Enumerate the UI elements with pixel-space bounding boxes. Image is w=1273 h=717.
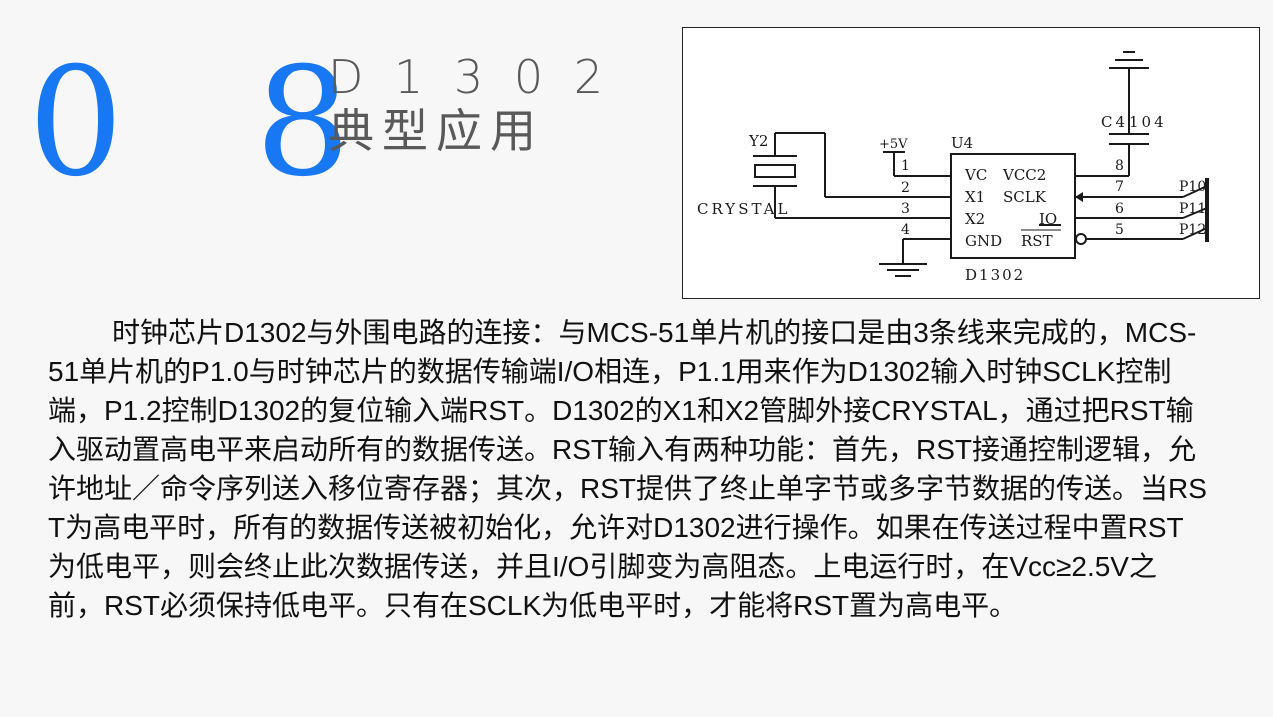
pin-num-5: 5 [1115,222,1124,238]
label-c-value: 104 [1129,113,1167,131]
pin-num-4: 4 [901,222,910,238]
pin-num-2: 2 [901,180,910,196]
slide-number: 0 8 [28,36,393,210]
pin-vcc2: VCC2 [1002,166,1046,184]
pin-io: IO [1039,210,1057,228]
pin-num-6: 6 [1115,201,1124,217]
chip-body [950,153,1076,259]
crystal-body [754,164,796,178]
pin-num-8: 8 [1115,158,1124,174]
label-c4: C4 [1101,113,1128,131]
label-y2: Y2 [748,132,768,150]
pin-x1: X1 [965,188,985,206]
circuit-schematic: Y2 CRYSTAL +5V U4 C4 104 D1302 VC VCC2 X… [682,27,1260,299]
label-plus5v: +5V [879,137,908,152]
schematic-svg: Y2 CRYSTAL +5V U4 C4 104 D1302 VC VCC2 X… [697,51,1209,284]
slide-title: D 1 3 0 2 典型应用 [328,50,611,158]
pin-num-1: 1 [901,158,910,174]
pin-num-3: 3 [901,201,910,217]
pin-rst: RST [1021,232,1053,250]
label-p11: P11 [1179,201,1206,217]
pin-gnd: GND [965,232,1002,250]
label-p10: P10 [1179,179,1206,195]
pin-vcc1: VC [964,166,987,184]
pin-num-7: 7 [1115,179,1124,195]
label-chip: D1302 [965,266,1025,284]
label-crystal: CRYSTAL [697,200,790,218]
description-paragraph: 时钟芯片D1302与外围电路的连接：与MCS-51单片机的接口是由3条线来完成的… [48,317,1207,621]
label-p12: P12 [1179,222,1206,238]
pin-sclk: SCLK [1003,188,1047,206]
pin-x2: X2 [965,210,985,228]
label-u4: U4 [951,134,973,152]
